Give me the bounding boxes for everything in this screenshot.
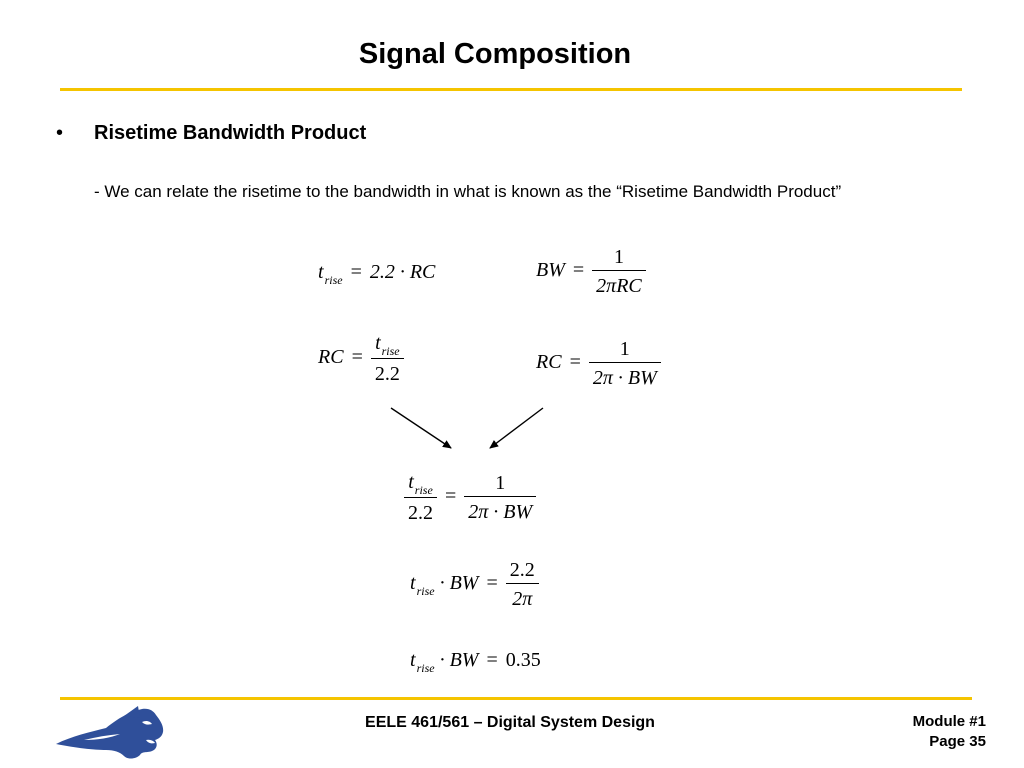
eq4-denominator: 2π · BW bbox=[588, 362, 661, 389]
eq4-numerator: 1 bbox=[619, 338, 630, 360]
eq3-equals: = bbox=[351, 346, 363, 369]
eq6-numerator: 2.2 bbox=[509, 559, 535, 581]
eq3-num-var: t bbox=[375, 332, 381, 354]
footer-divider bbox=[60, 697, 972, 700]
eq6-lhs-tail: · BW bbox=[439, 572, 479, 595]
eq7-lhs-sub: rise bbox=[416, 661, 435, 675]
bobcat-eye bbox=[142, 720, 152, 725]
eq3-numerator: trise bbox=[371, 332, 404, 358]
eq2-equals: = bbox=[572, 259, 585, 282]
eq7-lhs-var: t bbox=[410, 649, 416, 671]
equation-rise-time: trise = 2.2 · RC bbox=[318, 261, 436, 287]
eq6-denominator: 2π bbox=[505, 583, 539, 610]
eq7-lhs-tail: · BW bbox=[439, 649, 479, 671]
footer-module-info: Module #1 Page 35 bbox=[913, 712, 986, 752]
bobcat-head bbox=[56, 708, 164, 759]
eq6-lhs-var: t bbox=[410, 572, 416, 595]
eq3-lhs: RC bbox=[318, 346, 344, 369]
slide-title: Signal Composition bbox=[358, 38, 632, 70]
footer-course-title: EELE 461/561 – Digital System Design bbox=[365, 714, 655, 731]
bobcat-logo-icon bbox=[56, 706, 164, 759]
eq7-equals: = bbox=[486, 649, 498, 671]
footer-module-number: Module #1 bbox=[912, 713, 986, 730]
equation-product-result: trise · BW = 0.35 bbox=[410, 649, 541, 675]
eq1-rhs: 2.2 · RC bbox=[369, 261, 436, 283]
eq7-rhs: 0.35 bbox=[505, 649, 541, 671]
bobcat-mouth bbox=[146, 739, 155, 744]
eq5-equals: = bbox=[445, 485, 457, 508]
eq1-lhs-sub: rise bbox=[324, 273, 343, 287]
eq3-num-sub: rise bbox=[381, 344, 400, 358]
right-arrow bbox=[489, 407, 544, 449]
eq2-numerator: 1 bbox=[613, 246, 624, 268]
bobcat-ear bbox=[124, 706, 140, 718]
eq2-lhs: BW bbox=[536, 259, 565, 282]
eq6-lhs-sub: rise bbox=[416, 584, 435, 599]
eq4-equals: = bbox=[569, 351, 581, 374]
eq1-lhs-var: t bbox=[318, 261, 324, 283]
eq3-denominator: 2.2 bbox=[370, 358, 404, 385]
eq2-denominator: 2πRC bbox=[592, 270, 646, 297]
bobcat-streak bbox=[84, 734, 120, 740]
bullet-marker: • bbox=[56, 122, 64, 144]
converging-arrows bbox=[390, 407, 544, 449]
eq4-lhs: RC bbox=[536, 351, 562, 374]
eq5-lhs-num-sub: rise bbox=[414, 483, 433, 497]
title-divider bbox=[60, 88, 962, 91]
eq5-lhs-num-var: t bbox=[408, 471, 414, 493]
eq5-lhs-numerator: trise bbox=[404, 471, 437, 497]
footer-page-number: Page 35 bbox=[929, 733, 986, 750]
eq6-equals: = bbox=[486, 572, 498, 595]
left-arrow bbox=[390, 407, 452, 449]
eq1-equals: = bbox=[350, 261, 362, 283]
eq5-rhs-numerator: 1 bbox=[495, 472, 506, 494]
bullet-description: - We can relate the risetime to the band… bbox=[94, 182, 842, 201]
eq5-rhs-denominator: 2π · BW bbox=[464, 496, 537, 523]
bullet-heading: Risetime Bandwidth Product bbox=[94, 122, 367, 144]
eq5-lhs-denominator: 2.2 bbox=[404, 497, 437, 524]
